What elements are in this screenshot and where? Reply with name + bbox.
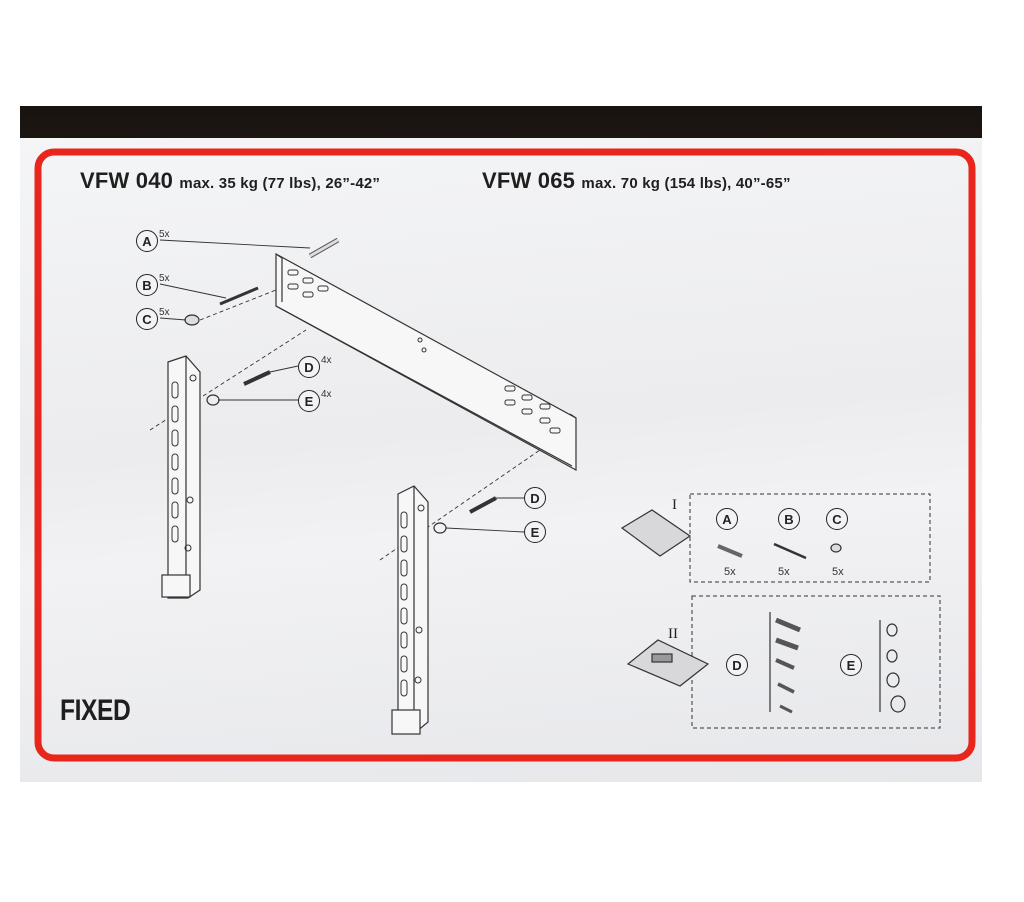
callout-letter: A (136, 230, 158, 252)
bag-callout-c: C (826, 508, 848, 530)
callout-d: D 4x (298, 354, 332, 378)
callout-letter: C (136, 308, 158, 330)
model-spec: max. 35 kg (77 lbs), 26”-42” (179, 175, 381, 192)
model-name: VFW 065 (482, 168, 576, 193)
bag-numeral: I (672, 497, 677, 513)
bag-callout-e: E (840, 654, 862, 676)
callout-letter: C (826, 508, 848, 530)
left-vertical-bracket (161, 355, 201, 599)
bag-qty: 5x (832, 566, 844, 578)
bag-callout-b: B (778, 508, 800, 530)
bag-callout-d: D (726, 654, 748, 676)
callout-b: B 5x (136, 272, 170, 296)
callout-letter: B (136, 274, 158, 296)
callout-c: C 5x (136, 306, 170, 330)
callout-letter: A (716, 508, 738, 530)
callout-e: E 4x (298, 388, 332, 412)
callout-letter: D (298, 356, 320, 378)
bag-callout-a: A (716, 508, 738, 530)
hardware-bags-panel (620, 493, 941, 729)
callout-letter: D (524, 487, 546, 509)
leader-lines (159, 239, 525, 533)
callout-a: A 5x (136, 228, 170, 252)
callout-qty: 5x (159, 306, 170, 318)
callout-qty: 5x (159, 228, 170, 240)
callout-letter: E (840, 654, 862, 676)
callout-letter: D (726, 654, 748, 676)
wall-rail (275, 252, 577, 472)
bag-qty: 5x (724, 566, 736, 578)
model-vfw065-heading: VFW 065 max. 70 kg (154 lbs), 40”-65” (482, 168, 791, 194)
callout-letter: E (298, 390, 320, 412)
bag-numeral: II (668, 626, 678, 642)
model-spec: max. 70 kg (154 lbs), 40”-65” (581, 175, 791, 192)
callout-qty: 5x (159, 272, 170, 284)
callout-letter: B (778, 508, 800, 530)
callout-letter: E (524, 521, 546, 543)
right-vertical-bracket (391, 485, 429, 735)
callout-qty: 4x (321, 388, 332, 400)
mount-type-label: FIXED (60, 694, 131, 727)
bag-qty: 5x (778, 566, 790, 578)
model-name: VFW 040 (80, 168, 174, 193)
callout-qty: 4x (321, 354, 332, 366)
callout-e-right: E (524, 521, 546, 543)
callout-d-right: D (524, 487, 546, 509)
model-vfw040-heading: VFW 040 max. 35 kg (77 lbs), 26”-42” (80, 168, 380, 194)
